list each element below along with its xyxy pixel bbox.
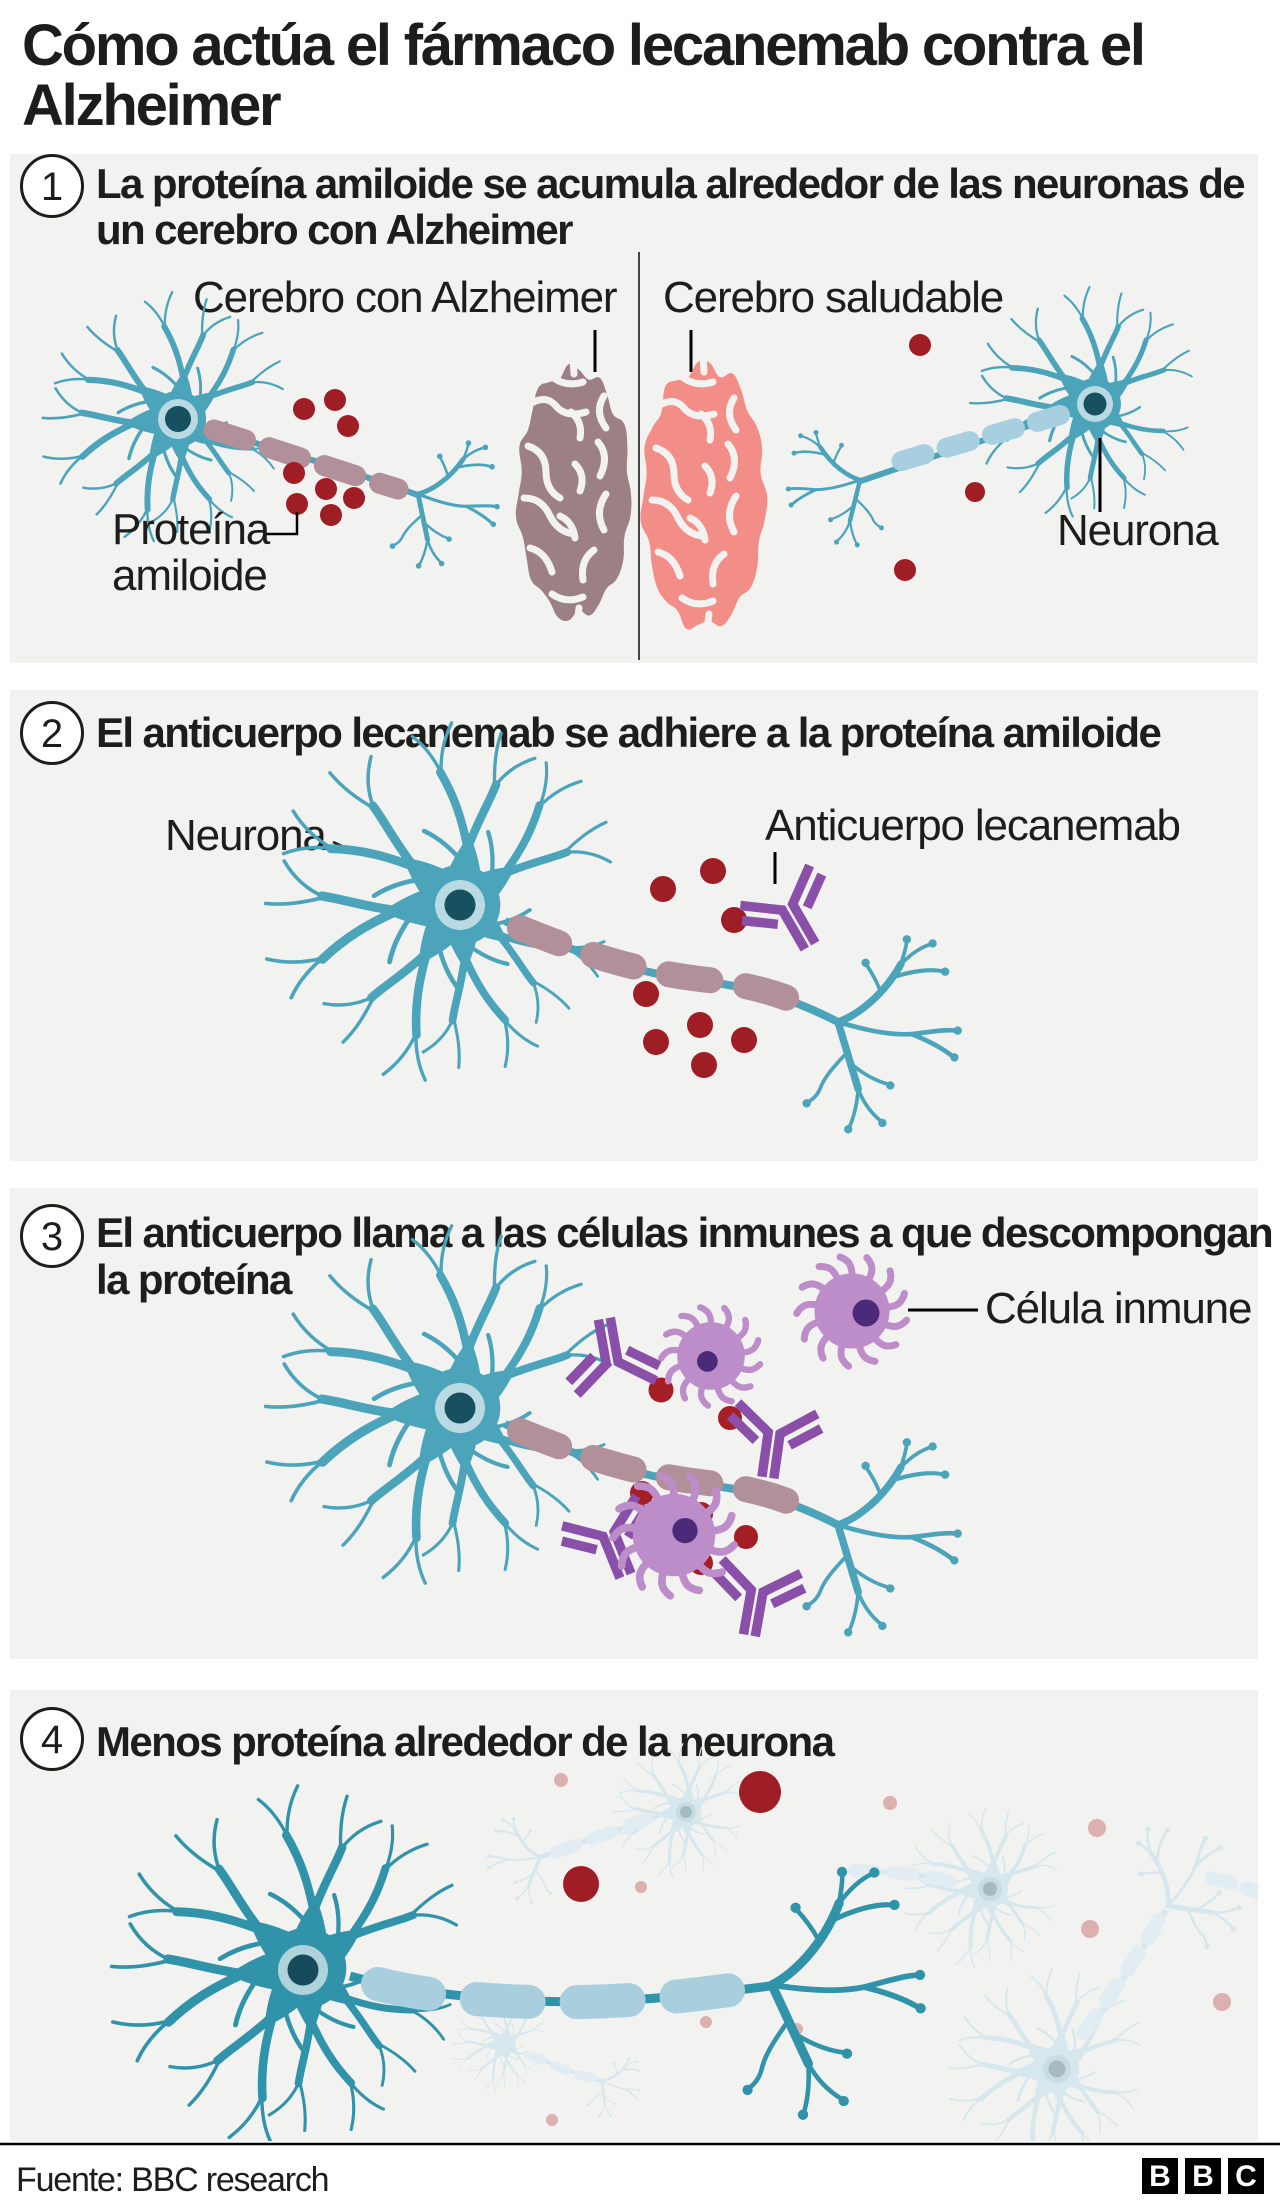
svg-text:Fuente: BBC research: Fuente: BBC research xyxy=(16,2161,328,2199)
svg-text:4: 4 xyxy=(41,1718,63,1762)
svg-text:Menos proteína alrededor de la: Menos proteína alrededor de la neurona xyxy=(96,1718,836,1765)
svg-text:2: 2 xyxy=(41,712,63,756)
svg-text:Cerebro saludable: Cerebro saludable xyxy=(663,273,1003,322)
svg-text:la proteína: la proteína xyxy=(96,1256,293,1303)
svg-text:Alzheimer: Alzheimer xyxy=(22,73,281,138)
svg-text:amiloide: amiloide xyxy=(112,551,267,600)
svg-text:B: B xyxy=(1149,2160,1171,2193)
svg-text:Neurona: Neurona xyxy=(1057,506,1219,555)
svg-text:Anticuerpo lecanemab: Anticuerpo lecanemab xyxy=(765,801,1180,850)
svg-text:3: 3 xyxy=(41,1215,63,1259)
svg-text:1: 1 xyxy=(41,165,63,209)
svg-text:El anticuerpo lecanemab se adh: El anticuerpo lecanemab se adhiere a la … xyxy=(96,709,1160,756)
svg-text:El anticuerpo llama a las célu: El anticuerpo llama a las células inmune… xyxy=(96,1209,1272,1256)
svg-text:un cerebro con Alzheimer: un cerebro con Alzheimer xyxy=(96,206,573,253)
svg-text:C: C xyxy=(1235,2160,1257,2193)
svg-text:Célula inmune: Célula inmune xyxy=(985,1284,1251,1333)
svg-text:B: B xyxy=(1192,2160,1214,2193)
svg-text:Proteína: Proteína xyxy=(112,505,271,554)
svg-text:Neurona: Neurona xyxy=(165,811,327,860)
svg-text:La proteína amiloide se acumul: La proteína amiloide se acumula alrededo… xyxy=(96,160,1244,207)
svg-text:Cerebro con Alzheimer: Cerebro con Alzheimer xyxy=(193,273,617,322)
svg-text:Cómo actúa el fármaco lecanema: Cómo actúa el fármaco lecanemab contra e… xyxy=(22,13,1144,78)
